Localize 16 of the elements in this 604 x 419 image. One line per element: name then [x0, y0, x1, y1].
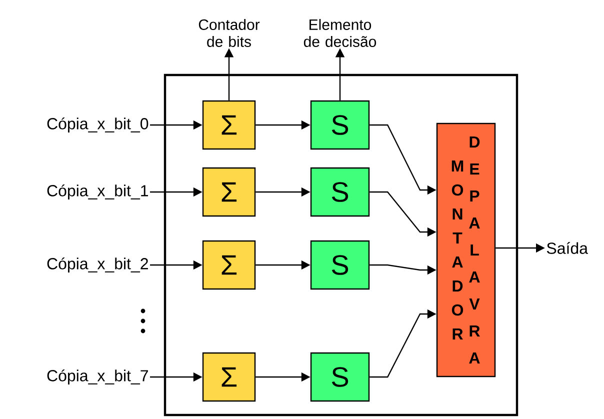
input-label: Cópia_x_bit_2 [47, 257, 148, 273]
output-label: Elemento de decisão [304, 18, 376, 47]
input-label: Cópia_x_bit_7 [47, 369, 148, 385]
sum-block: Σ [202, 100, 256, 150]
output-label: Saída [546, 242, 588, 254]
sum-block: Σ [202, 352, 256, 402]
sum-block: Σ [202, 240, 256, 290]
decision-block: S [310, 240, 370, 290]
input-label: Cópia_x_bit_0 [47, 117, 148, 133]
output-label: Contador de bits [198, 18, 260, 47]
word-assembler-block: MONTADOR DE PALAVRA [436, 122, 496, 378]
sum-block: Σ [202, 167, 256, 217]
decision-block: S [310, 100, 370, 150]
decision-block: S [310, 167, 370, 217]
decision-block: S [310, 352, 370, 402]
input-label: Cópia_x_bit_1 [47, 184, 148, 200]
